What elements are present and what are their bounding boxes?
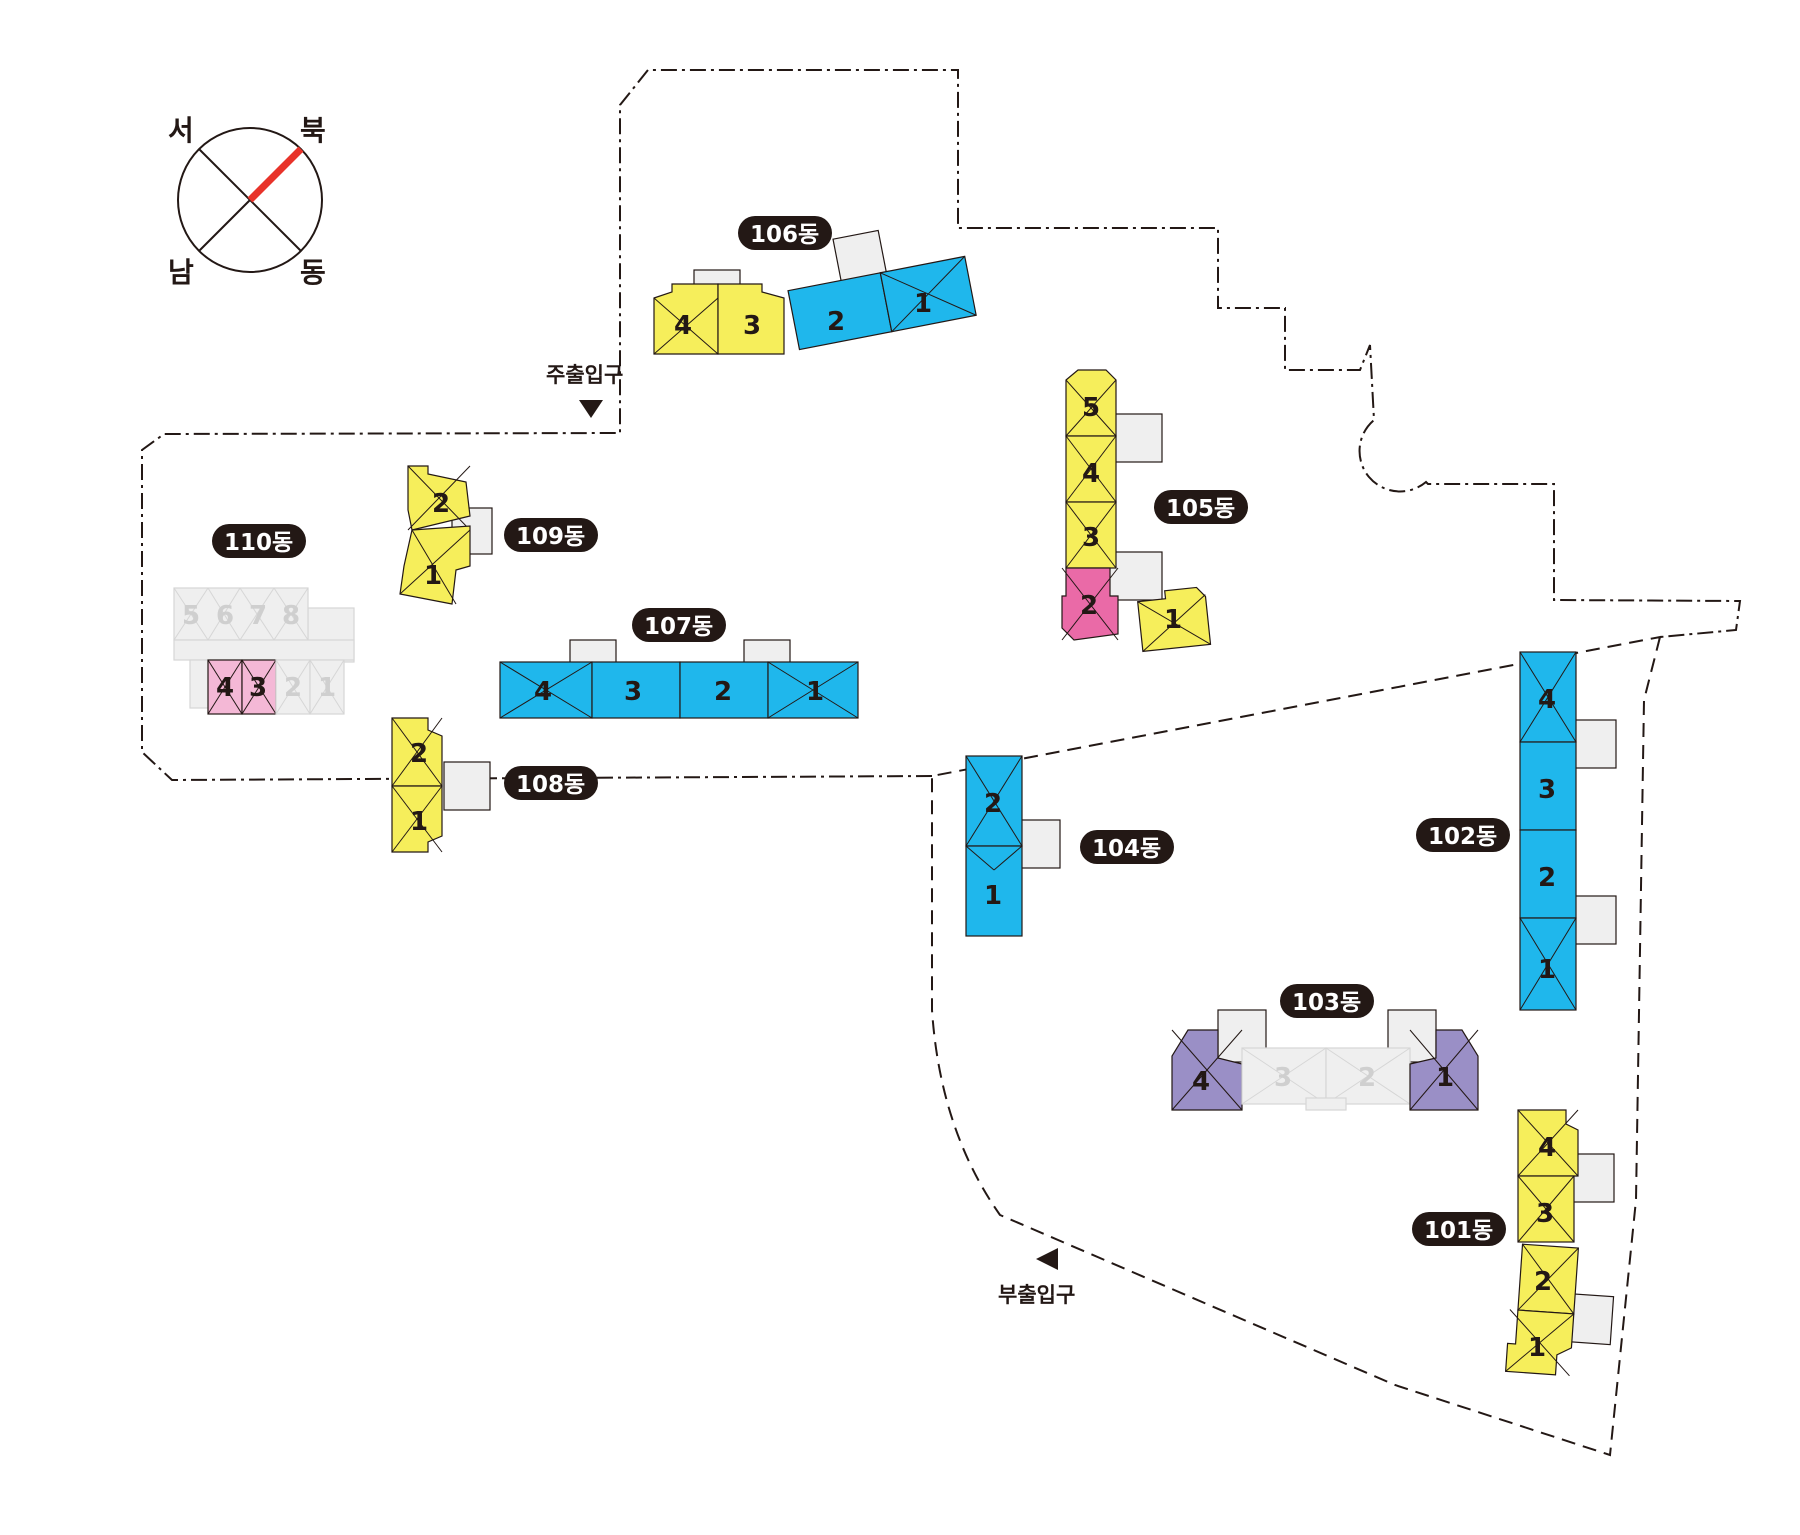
unit-105-1: 1 xyxy=(1164,605,1182,635)
label-106: 106동 xyxy=(738,216,832,250)
label-104: 104동 xyxy=(1080,830,1174,864)
label-110: 110동 xyxy=(212,524,306,558)
building-102[interactable]: 4 3 2 1 102동 xyxy=(1416,651,1617,1011)
building-107[interactable]: 4 3 2 1 107동 xyxy=(499,608,859,719)
unit-106-1: 1 xyxy=(914,289,932,319)
svg-text:105동: 105동 xyxy=(1166,496,1235,522)
unit-110-3: 3 xyxy=(249,673,267,703)
compass-needle-north xyxy=(247,146,304,203)
unit-110-5: 5 xyxy=(182,601,200,631)
label-107: 107동 xyxy=(632,608,726,642)
svg-text:104동: 104동 xyxy=(1092,836,1161,862)
building-109[interactable]: 2 1 109동 xyxy=(399,465,598,605)
unit-106-3: 3 xyxy=(743,311,761,341)
compass-east: 동 xyxy=(300,256,326,289)
sub-entrance: 부출입구 xyxy=(998,1248,1075,1307)
label-101: 101동 xyxy=(1412,1212,1506,1246)
site-boundary-north xyxy=(141,69,1742,782)
label-103: 103동 xyxy=(1280,984,1374,1018)
svg-text:108동: 108동 xyxy=(516,772,585,798)
unit-105-4: 4 xyxy=(1082,459,1100,489)
compass-west: 서 xyxy=(168,114,194,147)
building-104[interactable]: 2 1 104동 xyxy=(965,755,1174,937)
svg-text:107동: 107동 xyxy=(644,614,713,640)
svg-text:101동: 101동 xyxy=(1424,1218,1493,1244)
unit-110-8: 8 xyxy=(282,601,300,631)
unit-103-3: 3 xyxy=(1274,1063,1292,1093)
sub-entrance-arrow-icon xyxy=(1036,1248,1058,1270)
unit-105-2: 2 xyxy=(1080,591,1098,621)
unit-105-3: 3 xyxy=(1082,523,1100,553)
unit-101-2: 2 xyxy=(1534,1267,1552,1297)
unit-109-1: 1 xyxy=(424,561,442,591)
building-106[interactable]: 4 3 2 1 106동 xyxy=(653,215,977,355)
unit-106-2: 2 xyxy=(827,307,845,337)
building-105[interactable]: 5 4 3 2 1 105동 xyxy=(1061,369,1248,653)
svg-text:102동: 102동 xyxy=(1428,824,1497,850)
unit-110-4: 4 xyxy=(216,673,234,703)
building-101[interactable]: 4 3 2 1 101동 xyxy=(1412,1109,1615,1377)
main-entrance: 주출입구 xyxy=(546,363,623,418)
label-105: 105동 xyxy=(1154,490,1248,524)
building-108[interactable]: 2 1 108동 xyxy=(391,717,598,853)
unit-104-2: 2 xyxy=(984,789,1002,819)
site-boundary-south xyxy=(931,635,1662,1457)
unit-110-7: 7 xyxy=(249,601,267,631)
unit-105-5: 5 xyxy=(1082,393,1100,423)
compass-south: 남 xyxy=(168,256,194,289)
unit-102-1: 1 xyxy=(1538,955,1556,985)
unit-102-2: 2 xyxy=(1538,863,1556,893)
unit-107-2: 2 xyxy=(714,677,732,707)
unit-106-4: 4 xyxy=(674,311,692,341)
compass-north: 북 xyxy=(300,114,326,147)
unit-103-2: 2 xyxy=(1358,1063,1376,1093)
sub-entrance-label: 부출입구 xyxy=(998,1283,1075,1307)
compass: 서 북 남 동 xyxy=(168,114,326,289)
label-109: 109동 xyxy=(504,518,598,552)
svg-text:106동: 106동 xyxy=(750,222,819,248)
svg-text:109동: 109동 xyxy=(516,524,585,550)
unit-110-2: 2 xyxy=(284,673,302,703)
building-103[interactable]: 4 3 2 1 103동 xyxy=(1171,984,1479,1111)
unit-108-1: 1 xyxy=(410,807,428,837)
unit-108-2: 2 xyxy=(410,739,428,769)
svg-text:110동: 110동 xyxy=(224,530,293,556)
label-108: 108동 xyxy=(504,766,598,800)
building-110[interactable]: 5 6 7 8 4 3 2 1 110동 xyxy=(173,524,355,715)
main-entrance-arrow-icon xyxy=(579,400,603,418)
unit-104-1: 1 xyxy=(984,881,1002,911)
unit-110-6: 6 xyxy=(216,601,234,631)
svg-text:103동: 103동 xyxy=(1292,990,1361,1016)
unit-107-1: 1 xyxy=(806,677,824,707)
unit-102-4: 4 xyxy=(1538,685,1556,715)
unit-101-4: 4 xyxy=(1538,1133,1556,1163)
unit-110-1: 1 xyxy=(318,673,336,703)
unit-101-3: 3 xyxy=(1536,1199,1554,1229)
unit-103-1: 1 xyxy=(1436,1063,1454,1093)
unit-102-3: 3 xyxy=(1538,775,1556,805)
unit-107-4: 4 xyxy=(534,677,552,707)
unit-109-2: 2 xyxy=(432,489,450,519)
label-102: 102동 xyxy=(1416,818,1510,852)
unit-103-4: 4 xyxy=(1192,1067,1210,1097)
unit-107-3: 3 xyxy=(624,677,642,707)
unit-101-1: 1 xyxy=(1528,1333,1546,1363)
main-entrance-label: 주출입구 xyxy=(546,363,623,387)
